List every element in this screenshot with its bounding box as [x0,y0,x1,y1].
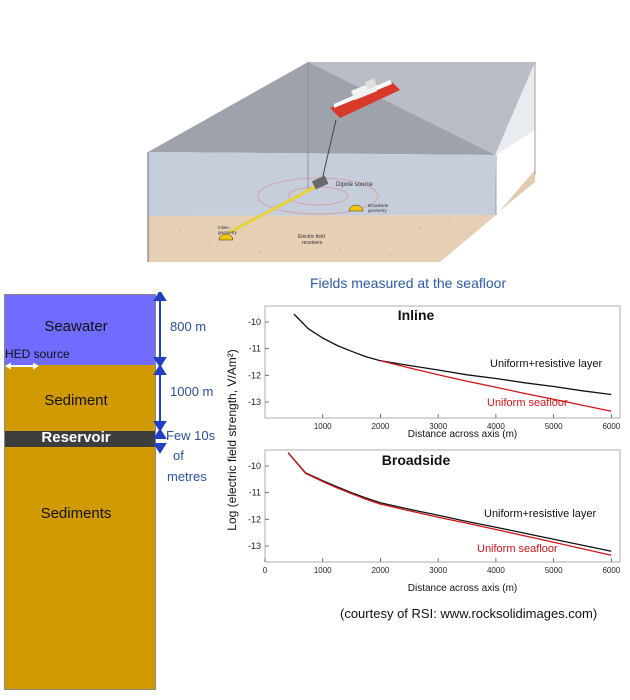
y-tick-label: -11 [249,488,261,498]
dipole-source-label: Dipole source [336,182,373,188]
broadside-geometry-label: Broadside [368,203,389,208]
x-tick-label: 5000 [545,422,563,431]
broadside-chart: Broadside -10 -11 -12 -13 0 1000 2000 3000 4000 50… [248,449,621,594]
reservoir-thickness: Few 10s [166,428,216,443]
hed-source-arrow [5,362,39,370]
seafloor-texture [179,221,471,256]
x-tick-label: 1000 [314,566,332,575]
sediment-layer [5,365,155,431]
x-axis-label: Distance across axis (m) [408,429,517,440]
chart-title: Inline [398,307,435,323]
sediments-layer [5,447,155,689]
x-tick-label: 6000 [602,422,620,431]
chart-title: Broadside [382,452,451,468]
x-tick-label: 0 [263,566,268,575]
x-tick-label: 3000 [429,422,447,431]
earth-model [4,294,156,690]
sediment-label: Sediment [44,392,108,409]
inline-geometry-label: geometry [218,230,238,235]
y-tick-label: -10 [248,461,261,471]
receiver-inline [218,233,234,241]
x-tick-label: 1000 [314,422,332,431]
y-tick-label: -12 [248,514,261,524]
csem-survey-scene: Dipole source Broadside geometry Inline … [147,62,536,262]
reservoir-thickness: of [173,448,184,463]
x-tick-label: 4000 [487,422,505,431]
x-tick-label: 2000 [372,566,390,575]
inline-chart: Inline -10 -11 -12 -13 1000 2000 3000 4000 5000 60… [248,305,621,440]
x-tick-label: 6000 [602,566,620,575]
y-tick-label: -13 [248,397,261,407]
reservoir-label: Reservoir [41,429,111,446]
reservoir-thickness: metres [167,469,207,484]
dipole-source-body [311,175,329,190]
resistive-layer-legend: Uniform+resistive layer [490,358,603,370]
receivers-label: receivers [302,240,323,246]
inline-geometry-label: Inline [218,225,229,230]
field-contour [257,177,379,215]
y-tick-label: -11 [249,344,261,354]
dipole-antenna [229,184,318,234]
x-tick-label: 3000 [429,566,447,575]
seawater-label: Seawater [44,318,108,335]
survey-ship [330,78,400,118]
tow-cable [321,119,337,181]
credit-text: (courtesy of RSI: www.rocksolidimages.co… [340,606,598,621]
y-tick-label: -10 [248,317,261,327]
seawater-thickness: 800 m [170,319,207,334]
seawater-layer [5,295,155,365]
x-tick-label: 5000 [545,566,563,575]
x-axis-label: Distance across axis (m) [408,583,517,594]
sediment-thickness: 1000 m [170,384,214,399]
uniform-seafloor-legend: Uniform seafloor [487,397,568,409]
y-tick-label: -12 [248,370,261,380]
x-tick-label: 4000 [487,566,505,575]
field-strength-charts: Log (electric field strength, V/Am²) Inl… [225,305,621,594]
resistive-layer-curve [293,313,612,396]
figure-title: Fields measured at the seafloor [310,275,507,291]
seafloor-plane [148,215,496,262]
broadside-geometry-label: geometry [368,208,388,213]
hed-source-label: HED source [5,347,70,361]
water-back-wall [308,62,535,155]
plot-frame [264,449,621,563]
uniform-seafloor-legend: Uniform seafloor [477,543,558,555]
resistive-layer-legend: Uniform+resistive layer [484,508,597,520]
plot-frame [264,305,621,419]
thickness-arrows [153,292,167,454]
x-tick-label: 2000 [372,422,390,431]
reservoir-layer [5,431,155,447]
receivers-label: Electric field [298,234,325,240]
resistive-layer-curve [287,452,612,552]
y-tick-label: -13 [248,541,261,551]
uniform-seafloor-curve [287,452,612,556]
y-axis-label: Log (electric field strength, V/Am²) [225,349,239,530]
uniform-seafloor-curve [380,360,612,412]
sediments-label: Sediments [40,505,112,522]
receiver-broadside [348,204,364,212]
